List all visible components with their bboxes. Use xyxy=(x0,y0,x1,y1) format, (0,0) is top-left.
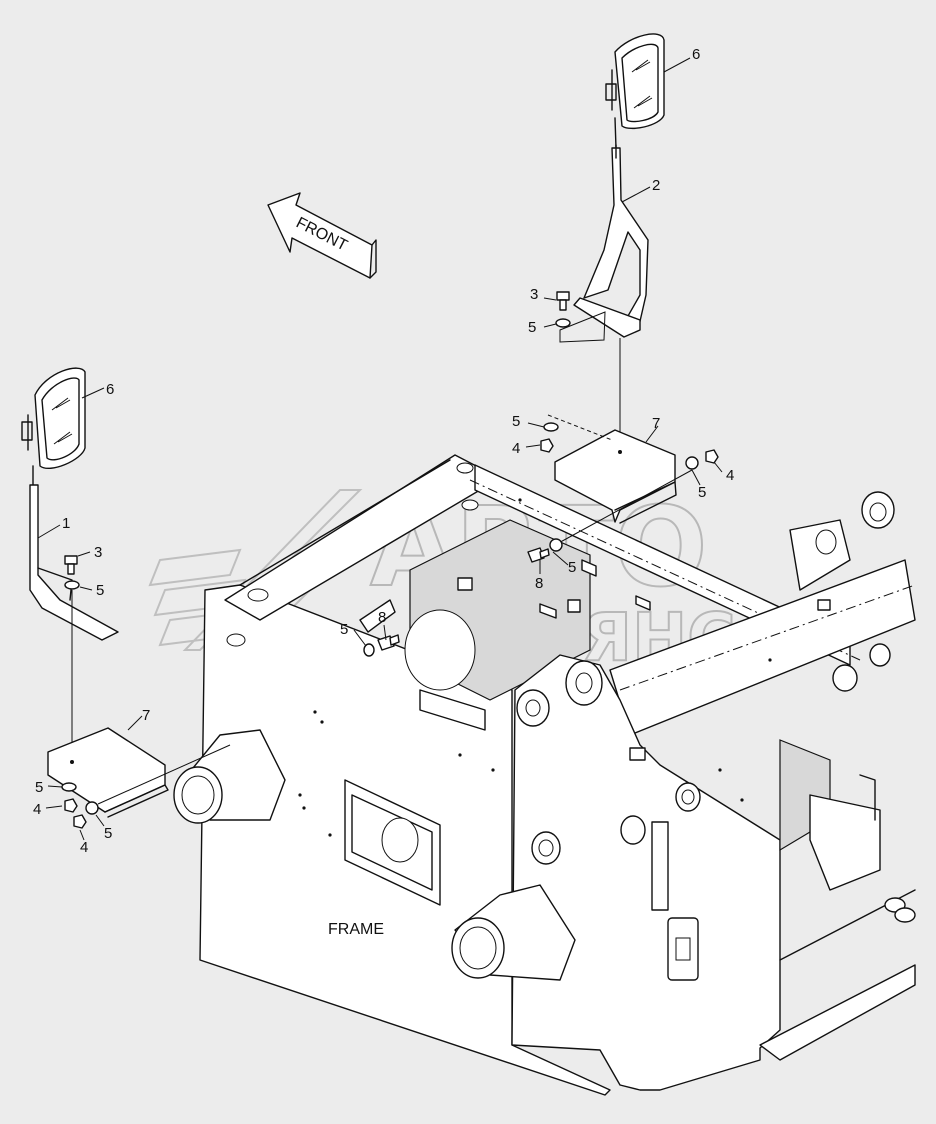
mirror-right xyxy=(605,33,665,149)
bolt-3-left xyxy=(64,555,78,575)
callout-3-left: 3 xyxy=(94,544,102,561)
callout-5-bolt-right: 5 xyxy=(568,559,576,576)
callout-5-left-top: 5 xyxy=(96,582,104,599)
washer-5-right-top xyxy=(555,318,571,328)
mirror-left xyxy=(21,367,86,486)
bolt-3-right xyxy=(556,291,570,311)
callout-2: 2 xyxy=(652,177,660,194)
callout-4-left-a: 4 xyxy=(33,801,41,818)
callout-7-right: 7 xyxy=(652,415,660,432)
washer-5-left-top xyxy=(64,580,80,590)
mirror-arm-right xyxy=(573,144,649,338)
washer-5-right-side xyxy=(685,456,699,470)
washer-5-left-side xyxy=(85,801,99,815)
callout-3-right: 3 xyxy=(530,286,538,303)
nut-4-right xyxy=(705,449,719,464)
bolt-8-right xyxy=(527,538,563,563)
nut-4-left-b xyxy=(73,814,87,829)
callout-5-plate-top: 5 xyxy=(512,413,520,430)
callout-5-left-side: 5 xyxy=(104,825,112,842)
callout-1: 1 xyxy=(62,515,70,532)
washer-5-left-bottom xyxy=(61,782,77,792)
frame-label: FRAME xyxy=(328,921,384,938)
callout-4-right: 4 xyxy=(726,467,734,484)
callout-4-plate: 4 xyxy=(512,440,520,457)
front-arrow: FRONT xyxy=(267,192,377,279)
mirror-arm-left xyxy=(29,484,119,641)
plate-7-left xyxy=(47,727,231,829)
mirror-assembly-left xyxy=(21,367,119,770)
callout-4-left-b: 4 xyxy=(80,839,88,856)
nut-4-plate xyxy=(540,438,554,453)
callout-5-left-bottom: 5 xyxy=(35,779,43,796)
machine-frame xyxy=(173,454,916,1096)
callout-6-left: 6 xyxy=(106,381,114,398)
callout-8-center: 8 xyxy=(378,609,386,626)
mirror-assembly-right xyxy=(555,33,665,455)
callout-7-left: 7 xyxy=(142,707,150,724)
washer-5-center xyxy=(363,643,375,657)
plate-7-right xyxy=(527,414,719,563)
bolt-8-center xyxy=(359,599,400,657)
callouts: 6 2 3 5 7 5 4 4 5 8 5 6 1 3 5 7 5 4 5 4 … xyxy=(33,46,734,856)
callout-leaders xyxy=(37,57,723,841)
callout-5-right-side: 5 xyxy=(698,484,706,501)
nut-4-left-a xyxy=(64,798,78,813)
washer-5-plate-top xyxy=(543,422,559,432)
callout-8-right: 8 xyxy=(535,575,543,592)
callout-6-right: 6 xyxy=(692,46,700,63)
callout-5-center: 5 xyxy=(340,621,348,638)
callout-5-right-top: 5 xyxy=(528,319,536,336)
